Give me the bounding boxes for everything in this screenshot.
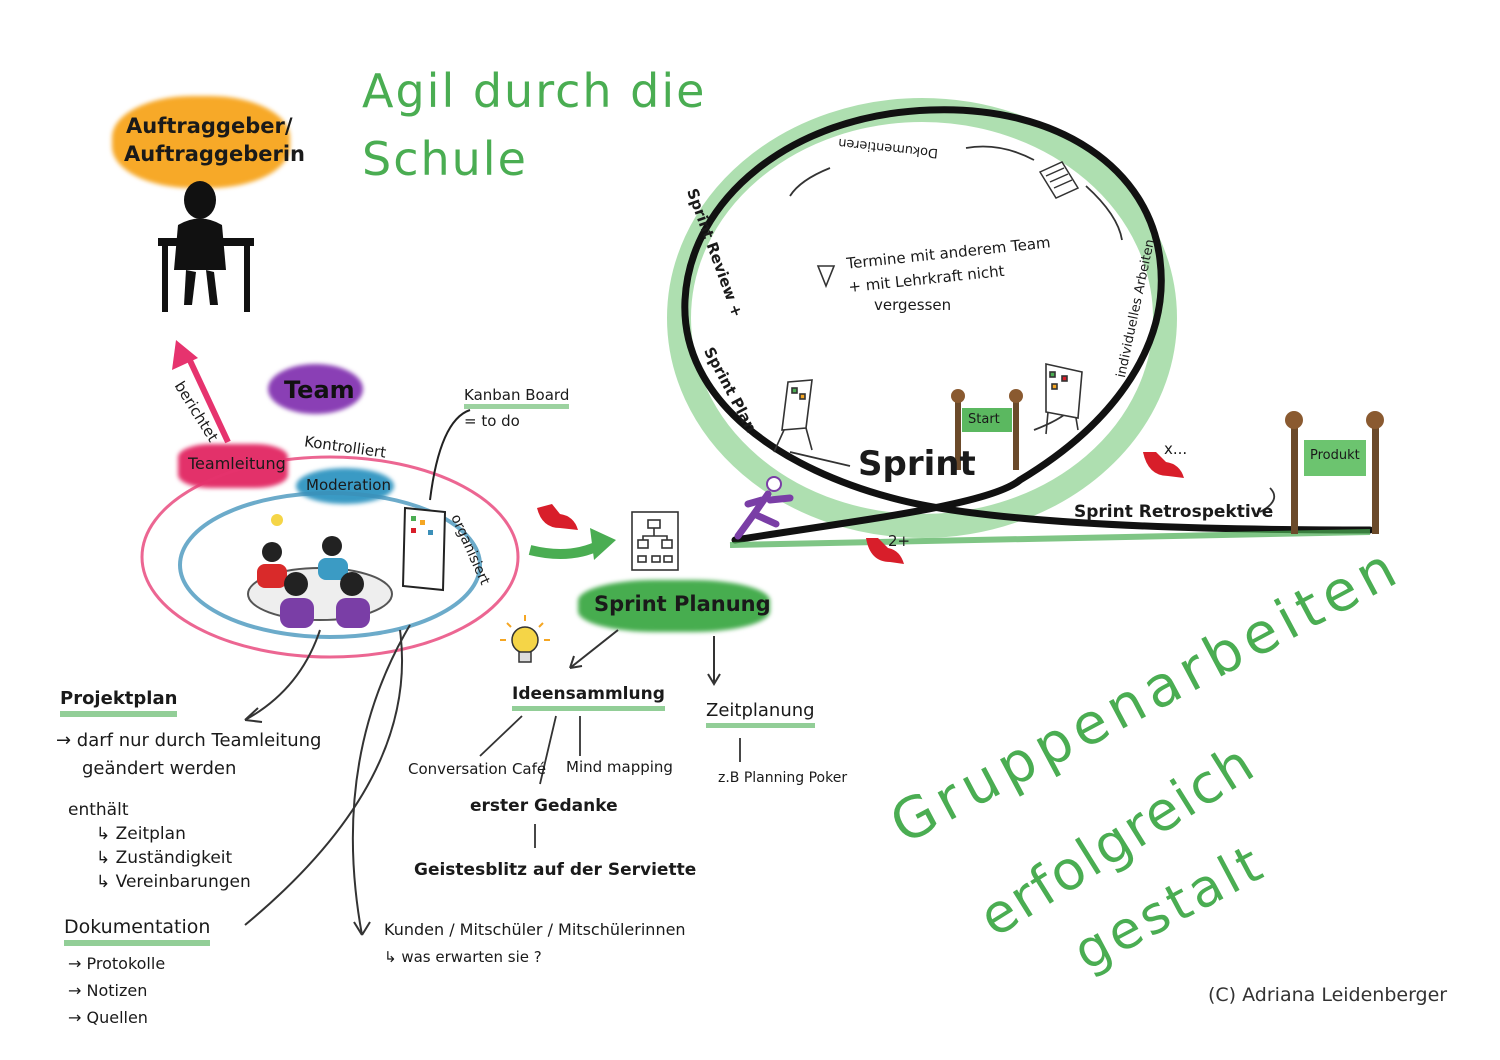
start-gate-icon xyxy=(951,389,1023,470)
lightbulb-icon xyxy=(500,615,550,663)
team-to-kunden-arrow xyxy=(351,624,411,936)
x-dots-label: x... xyxy=(1164,440,1188,458)
projektplan-heading: Projektplan xyxy=(60,688,178,717)
sprint-planung-label: Sprint Planung xyxy=(594,592,771,616)
title-line1: Agil durch die xyxy=(362,64,707,118)
conversation-cafe-label: Conversation Café xyxy=(408,760,547,778)
dokumentation-heading: Dokumentation xyxy=(64,916,211,946)
dokumentation-item: → Protokolle xyxy=(68,954,166,973)
planning-poker-label: z.B Planning Poker xyxy=(718,770,848,786)
teamleitung-label: Teamleitung xyxy=(188,454,286,473)
projektplan-line2: geändert werden xyxy=(82,758,237,779)
kanban-line1: Kanban Board xyxy=(464,386,570,409)
outer-team-circle xyxy=(140,455,520,659)
ideen-to-cafe-arrow xyxy=(479,715,523,757)
zeitplanung-label: Zeitplanung xyxy=(706,700,815,728)
teamleitung-highlight xyxy=(178,444,288,488)
dokumentation-item: → Notizen xyxy=(68,981,148,1000)
credit: (C) Adriana Leidenberger xyxy=(1208,984,1448,1006)
team-table-icon xyxy=(247,514,393,628)
kunden-line2: ↳ was erwarten sie ? xyxy=(384,948,542,966)
to-planning-arrow xyxy=(528,540,603,559)
kanban-pointer xyxy=(429,409,471,501)
track-underline xyxy=(729,529,1371,548)
notebook-icon xyxy=(1038,161,1080,199)
moderation-label: Moderation xyxy=(306,476,391,494)
projektplan-item: ↳ Zuständigkeit xyxy=(96,848,233,868)
shoe-icon xyxy=(1143,452,1184,478)
projektplan-line1: → darf nur durch Teamleitung xyxy=(56,730,322,751)
runner-icon xyxy=(734,476,794,540)
projektplan-item: ↳ Vereinbarungen xyxy=(96,872,251,892)
team-label: Team xyxy=(284,376,355,404)
erster-gedanke-label: erster Gedanke xyxy=(470,796,618,816)
title-line2: Schule xyxy=(362,132,528,186)
client-highlight xyxy=(112,96,290,188)
sprint-planung-highlight xyxy=(578,580,770,632)
loop-arrow xyxy=(1085,185,1123,241)
retrospektive-label: Sprint Retrospektive xyxy=(1074,502,1274,522)
two-plus-label: 2+ xyxy=(888,532,911,550)
mind-mapping-label: Mind mapping xyxy=(566,758,673,776)
loop-arrow xyxy=(789,451,851,467)
shoe-icon xyxy=(537,504,578,530)
team-highlight xyxy=(268,364,363,414)
warning-icon xyxy=(816,265,836,289)
retro-curl-arrow xyxy=(1259,487,1276,513)
start-label: Start xyxy=(968,412,1000,427)
loop-arrow xyxy=(789,167,831,197)
loop-arrow xyxy=(965,145,1035,161)
inner-team-circle xyxy=(178,491,482,639)
dokumentation-item: → Quellen xyxy=(68,1008,148,1027)
sprint-plan-board-icon xyxy=(773,379,813,453)
client-line1: Auftraggeber/ xyxy=(126,114,293,138)
note-line3: vergessen xyxy=(874,296,952,314)
work-board-icon xyxy=(1045,363,1083,435)
kunden-line1: Kunden / Mitschüler / Mitschülerinnen xyxy=(384,920,686,939)
client-line2: Auftraggeberin xyxy=(124,142,305,166)
produkt-gate-icon xyxy=(1285,411,1384,534)
planung-to-ideen-arrow xyxy=(569,629,619,669)
berichtet-arrow xyxy=(183,350,231,444)
sprint-loop xyxy=(681,106,1374,544)
shoe-icon xyxy=(866,538,904,564)
produkt-label: Produkt xyxy=(1310,448,1360,463)
ideen-to-gedanke-arrow xyxy=(539,715,557,785)
enthaelt-label: enthält xyxy=(68,800,129,820)
kanban-board-icon xyxy=(401,506,447,592)
org-chart-icon xyxy=(631,511,679,571)
projektplan-item: ↳ Zeitplan xyxy=(96,824,186,844)
sprint-label: Sprint xyxy=(858,444,976,484)
ideensammlung-label: Ideensammlung xyxy=(512,684,665,711)
kanban-line2: = to do xyxy=(464,412,520,430)
geistesblitz-label: Geistesblitz auf der Serviette xyxy=(414,860,697,880)
team-to-projektplan-arrow xyxy=(244,629,321,721)
team-to-dokumentation-arrow xyxy=(244,629,404,926)
client-figure-icon xyxy=(158,181,254,312)
